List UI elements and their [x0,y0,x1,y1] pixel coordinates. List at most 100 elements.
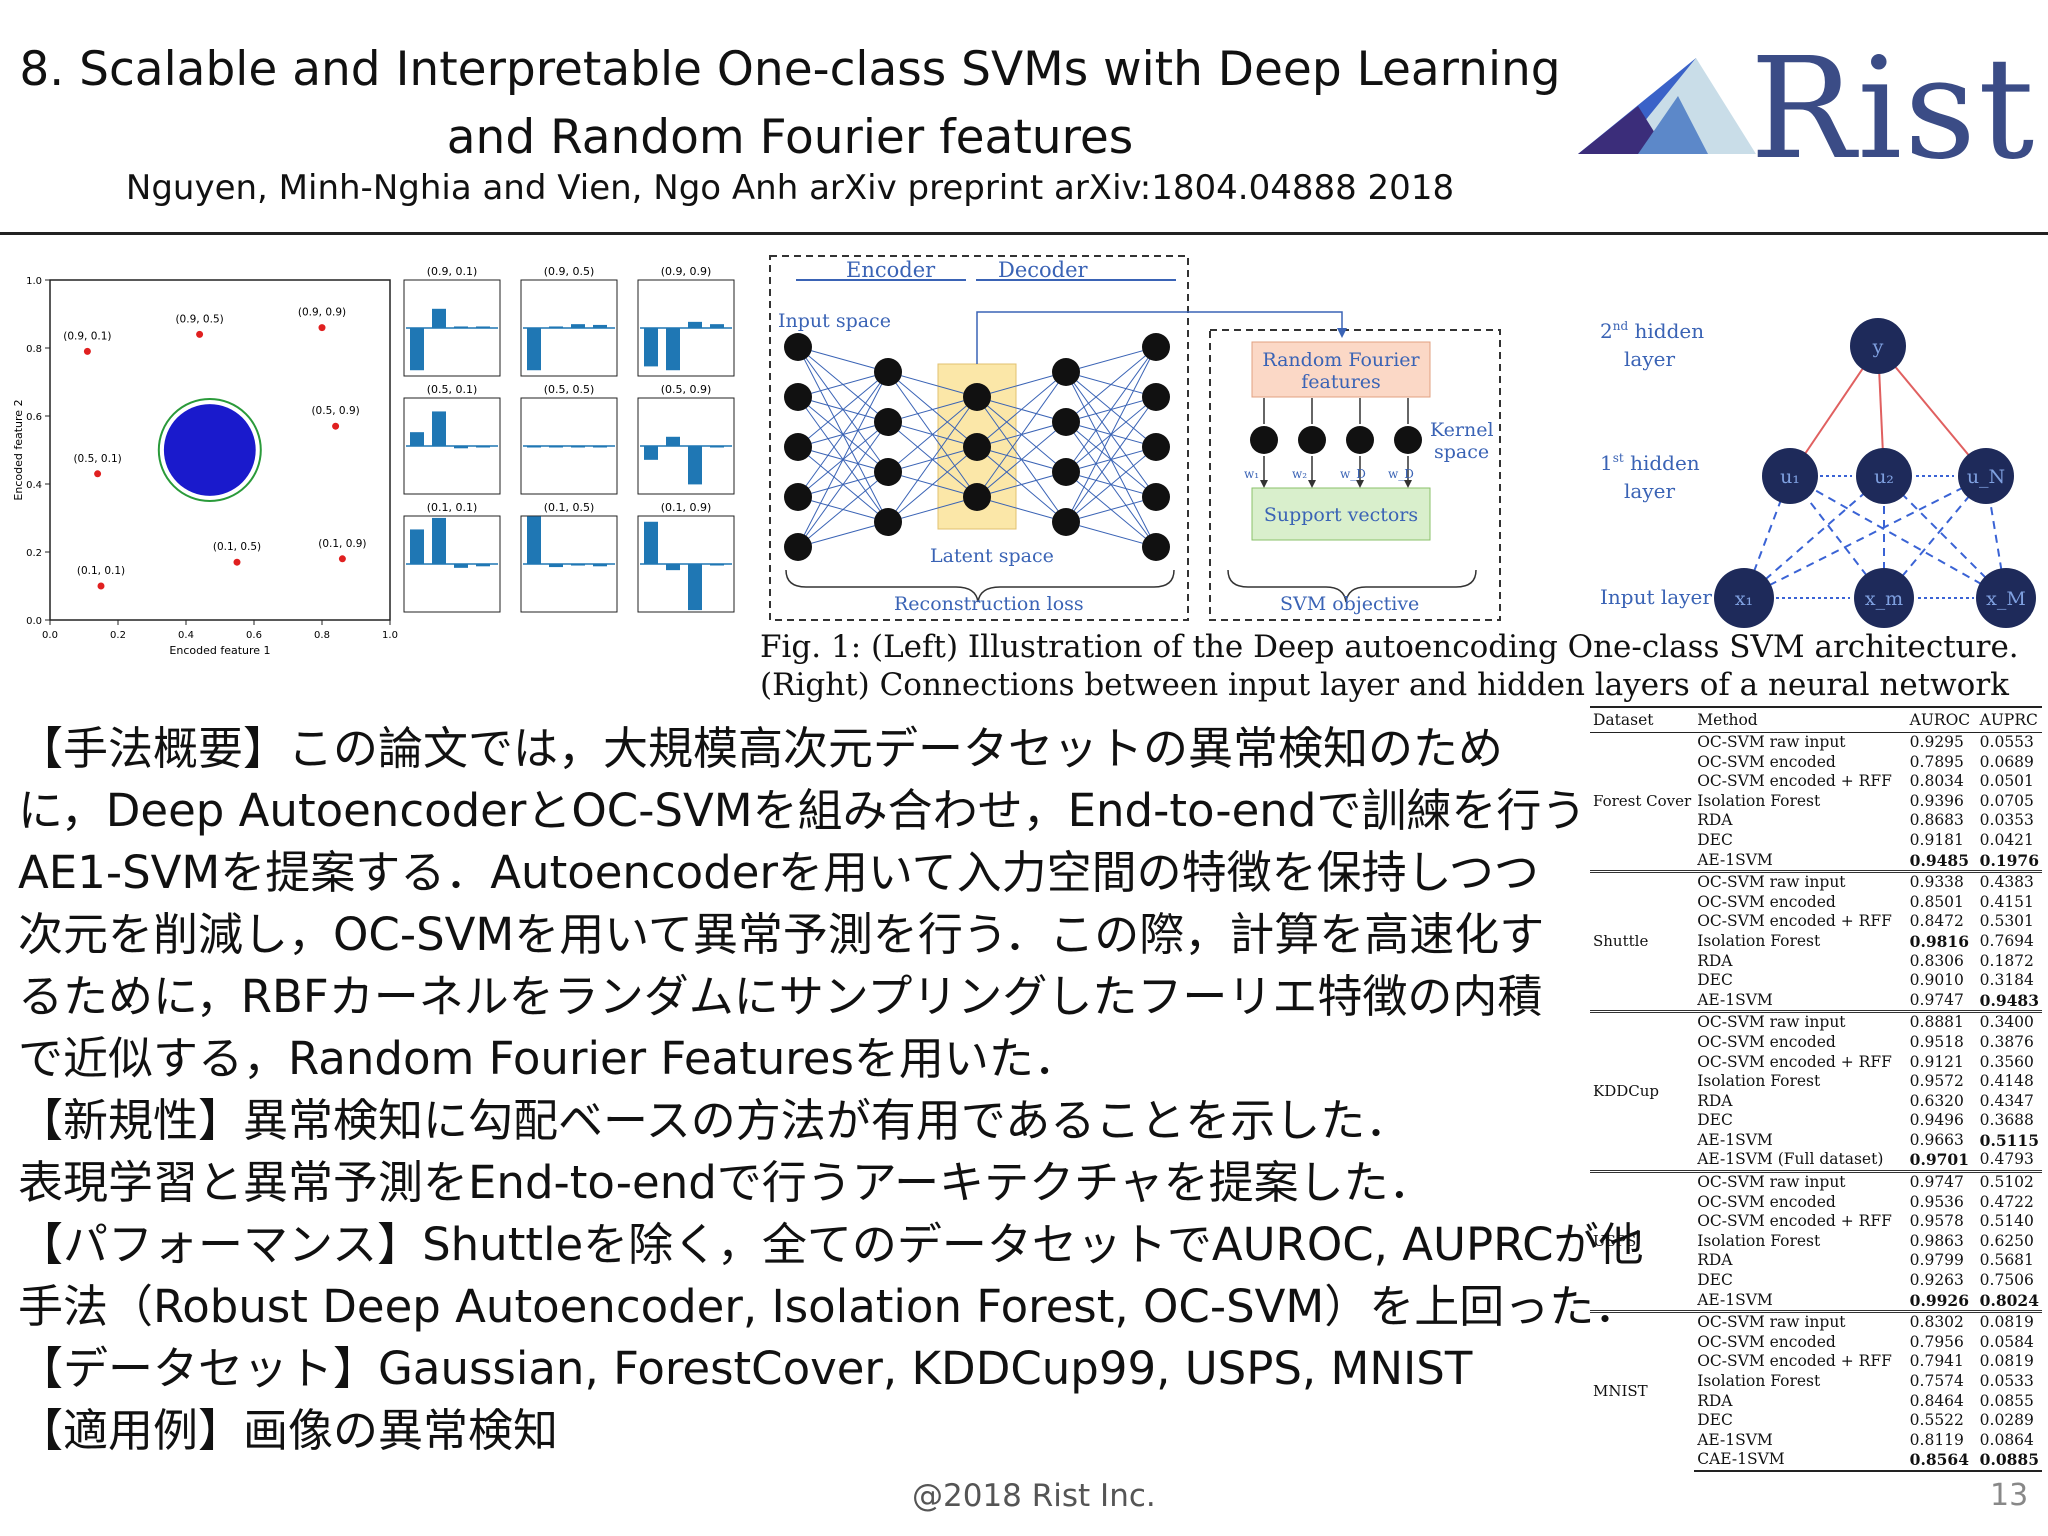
method-cell: DEC [1697,1271,1733,1290]
auprc-cell: 0.7506 [1979,1271,2034,1290]
dataset-cell: KDDCup [1590,1010,1695,1172]
x-tick-label: 0.0 [42,630,58,641]
auroc-cell: 0.9263 [1909,1271,1964,1290]
auprc-cell: 0.0353 [1979,811,2034,830]
bar [710,324,724,328]
auprc-cell: 0.5301 [1979,912,2034,931]
bar [527,516,541,564]
dataset-cell: Forest Cover [1593,791,1692,810]
hidden1-label-b: layer [1624,479,1675,503]
auroc-cell: 0.8306 [1909,951,1964,970]
body-line: るために，RBFカーネルをランダムにサンプリングしたフーリエ特徴の内積 [18,970,1543,1023]
x-axis-label: Encoded feature 1 [169,644,270,657]
method-cell: OC-SVM encoded + RFF [1697,1212,1892,1231]
kernel-neuron [1298,426,1326,454]
summary-body: 【手法概要】この論文では，大規模高次元データセットの異常検知のために，Deep … [18,718,1644,1462]
auprc-cell: 0.5681 [1979,1251,2034,1270]
network-node [1976,568,2036,628]
bar [644,446,658,460]
outlier-point [196,330,204,338]
rist-logo-icon [1578,58,1756,154]
bar [549,446,563,448]
method-cell: OC-SVM encoded [1697,892,1836,911]
method-cell: OC-SVM raw input [1694,1170,1907,1193]
auroc-cell: 0.8034 [1909,772,1964,791]
auprc-cell: 0.7694 [1979,931,2034,950]
method-cell: OC-SVM encoded + RFF [1697,1352,1892,1371]
outlier-label: (0.1, 0.5) [213,541,261,553]
auprc-cell: 0.4347 [1979,1091,2034,1110]
auprc-cell: 0.9483 [1979,990,2039,1010]
panel-title: (0.5, 0.5) [544,383,595,396]
method-cell: OC-SVM encoded [1697,1032,1836,1051]
outlier-label: (0.1, 0.9) [318,538,366,550]
body-line: AE1-SVMを提案する．Autoencoderを用いて入力空間の特徴を保持しつ… [18,846,1539,899]
bar [476,326,490,328]
bar [666,564,680,571]
network-node [1856,448,1912,504]
y-tick-label: 0.6 [26,412,42,423]
body-line: 表現学習と異常予測をEnd-to-endで行うアーキテクチャを提案した． [18,1156,1434,1209]
rff-label-2: features [1301,371,1381,393]
node-label: x_m [1865,588,1903,610]
auprc-cell: 0.0864 [1979,1430,2034,1449]
auroc-cell: 0.8302 [1906,1310,1977,1333]
neuron [1142,333,1170,361]
panel-title: (0.1, 0.9) [661,501,712,514]
auprc-cell: 0.0855 [1979,1391,2034,1410]
x-tick-label: 0.6 [246,630,262,641]
bar [432,517,446,564]
panel-title: (0.9, 0.5) [544,265,595,278]
neuron [1052,508,1080,536]
auroc-cell: 0.8464 [1909,1391,1964,1410]
auprc-cell: 0.3184 [1979,971,2034,990]
network-node [1850,318,1906,374]
kernel-neuron [1250,426,1278,454]
neuron [963,483,991,511]
auroc-cell: 0.9701 [1909,1150,1969,1170]
method-cell: RDA [1697,951,1733,970]
auprc-cell: 0.4383 [1976,870,2042,893]
method-cell: RDA [1697,1251,1733,1270]
scatter-frame [49,279,391,621]
bar [593,564,607,567]
bar [688,321,702,328]
auroc-cell: 0.9295 [1909,733,1964,751]
bar [432,308,446,328]
x-tick-label: 1.0 [382,630,398,641]
bar [549,564,563,568]
body-line: 【適用例】画像の異常検知 [18,1404,559,1457]
auroc-cell: 0.8564 [1906,1450,1977,1472]
auprc-cell: 0.0885 [1976,1450,2042,1472]
bar [666,328,680,371]
neuron [784,383,812,411]
weight-label: w₁ [1244,467,1259,481]
auroc-cell: 0.9816 [1909,931,1969,951]
method-cell: Isolation Forest [1697,1231,1821,1250]
auprc-cell: 0.3400 [1976,1010,2042,1033]
auroc-cell: 0.9799 [1909,1251,1964,1270]
bar [710,446,724,448]
node-label: x_M [1986,588,2026,610]
method-cell: CAE-1SVM [1694,1450,1907,1472]
auprc-cell: 0.0553 [1979,733,2034,751]
copyright: @2018 Rist Inc. [912,1478,1156,1514]
kernel-neuron [1394,426,1422,454]
bar [432,411,446,446]
node-label: u₂ [1874,466,1894,488]
bar [688,446,702,485]
method-cell: OC-SVM raw input [1694,1310,1907,1333]
bar [666,436,680,446]
method-cell: OC-SVM encoded [1697,752,1836,771]
auroc-cell: 0.9536 [1909,1192,1964,1211]
